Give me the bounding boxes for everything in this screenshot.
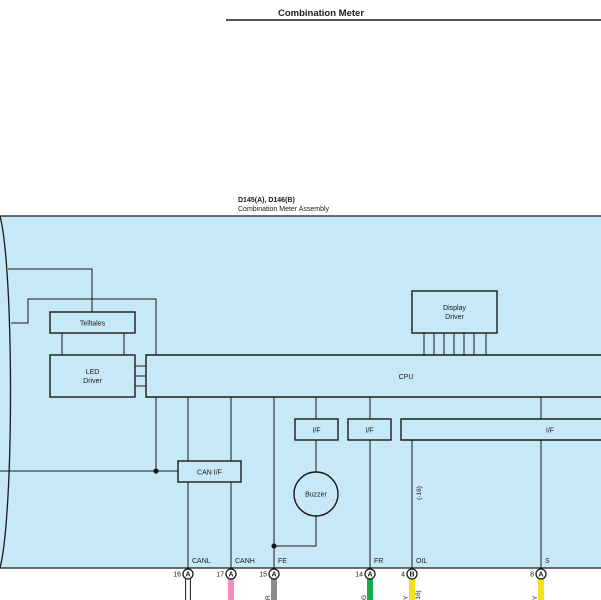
wire — [228, 579, 234, 600]
telltales-label: Telltales — [80, 321, 106, 328]
signal-label: CANH — [235, 558, 255, 565]
if-block-1: I/F — [294, 418, 339, 441]
can-if-block: CAN I/F — [177, 460, 242, 483]
pin-fe: FEA 15R — [259, 558, 287, 600]
pin-number: 17 — [216, 572, 224, 579]
telltales-block: Telltales — [49, 311, 136, 334]
signal-label: OIL — [416, 558, 427, 565]
led-driver-block: LED Driver — [49, 354, 136, 398]
connector-circle — [364, 568, 376, 580]
wire-note: (-16) — [415, 590, 422, 600]
signal-label: CANL — [192, 558, 211, 565]
connector-letter: A — [538, 572, 543, 579]
if-label-1: I/F — [312, 428, 320, 435]
wire — [538, 579, 544, 600]
connector-letter: B — [409, 572, 414, 579]
connector-circle — [535, 568, 547, 580]
pin-number: 15 — [259, 572, 267, 579]
wire-code: Y — [532, 595, 539, 600]
display-driver-label-line2: Driver — [445, 314, 464, 321]
can-if-label: CAN I/F — [197, 470, 222, 477]
pin-number: 14 — [355, 572, 363, 579]
wire — [409, 579, 415, 600]
junction-dot — [153, 468, 159, 474]
assembly-left-edge — [0, 215, 12, 569]
wire — [271, 579, 277, 600]
signal-label: FR — [374, 558, 383, 565]
pin-fr: FRA 14G — [355, 558, 383, 600]
wire-code: G — [361, 595, 368, 600]
connector-letter: A — [185, 572, 190, 579]
connector-circle — [406, 568, 418, 580]
page-title: Combination Meter — [278, 8, 364, 19]
internal-wiring — [0, 268, 542, 568]
if-block-3: I/F — [400, 418, 601, 441]
cpu-block: CPU — [145, 354, 601, 398]
led-driver-label-line1: LED — [86, 369, 100, 376]
led-driver-label-line2: Driver — [83, 378, 102, 385]
cpu-label: CPU — [399, 374, 414, 381]
if-label-2: I/F — [365, 428, 373, 435]
buzzer: Buzzer — [293, 471, 339, 517]
if-block-2: I/F — [347, 418, 392, 441]
connector-letter: A — [271, 572, 276, 579]
display-driver-block: Display Driver — [411, 290, 498, 334]
pin-number: 16 — [173, 572, 181, 579]
assembly-name: Combination Meter Assembly — [238, 206, 330, 213]
if-label-3: I/F — [546, 428, 554, 435]
display-driver-label-line1: Display — [443, 305, 466, 312]
connector-circle — [268, 568, 280, 580]
oil-annotation: (-16) — [416, 486, 423, 500]
wire — [367, 579, 373, 600]
junction-dot — [271, 543, 277, 549]
pins-layer: CANLA16CANHA17FEA15RFRA14GOILB4Y(-16)SA8… — [173, 558, 550, 600]
buzzer-label: Buzzer — [305, 492, 327, 499]
connector-ids: D145(A), D146(B) — [238, 197, 295, 204]
wire-code: R — [265, 595, 272, 600]
pin-number: 4 — [401, 572, 405, 579]
connector-circle — [225, 568, 237, 580]
connector-letter: A — [228, 572, 233, 579]
connector-circle — [182, 568, 194, 580]
connector-letter: A — [367, 572, 372, 579]
wire-code: Y — [403, 595, 410, 600]
signal-label: S — [545, 558, 550, 565]
signal-label: FE — [278, 558, 287, 565]
pin-number: 8 — [530, 572, 534, 579]
